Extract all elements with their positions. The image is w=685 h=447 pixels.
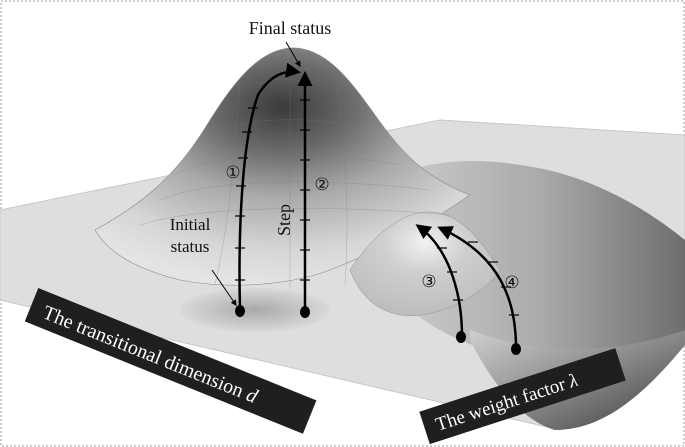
start-dot-3 [456,331,466,343]
start-dot-2 [300,306,310,318]
final-status-label: Final status [249,18,332,38]
secondary-ticks [437,241,519,316]
path-3-label: ③ [421,272,436,291]
initial-status-label-line2: status [171,237,210,256]
initial-status-label-line1: Initial [170,215,211,234]
second-peak [349,211,501,317]
axis-lambda-banner-bg [419,348,626,445]
path-3-arrow [415,224,464,337]
path-2-label: ② [314,175,329,194]
final-status-pointer [285,41,301,68]
surface-mesh [139,50,451,290]
path-4-label: ④ [504,273,519,292]
start-dot-1 [235,305,245,317]
axis-d-banner-bg [24,288,317,434]
initial-status-pointer [211,269,237,306]
path-4-arrow [437,226,518,349]
path-1-arrow [238,62,301,311]
initial-pit [180,288,330,332]
step-ticks [235,99,310,281]
main-peak [94,47,471,286]
start-dot-4 [511,343,521,355]
step-label: Step [274,204,294,236]
path-1-label: ① [225,163,240,182]
